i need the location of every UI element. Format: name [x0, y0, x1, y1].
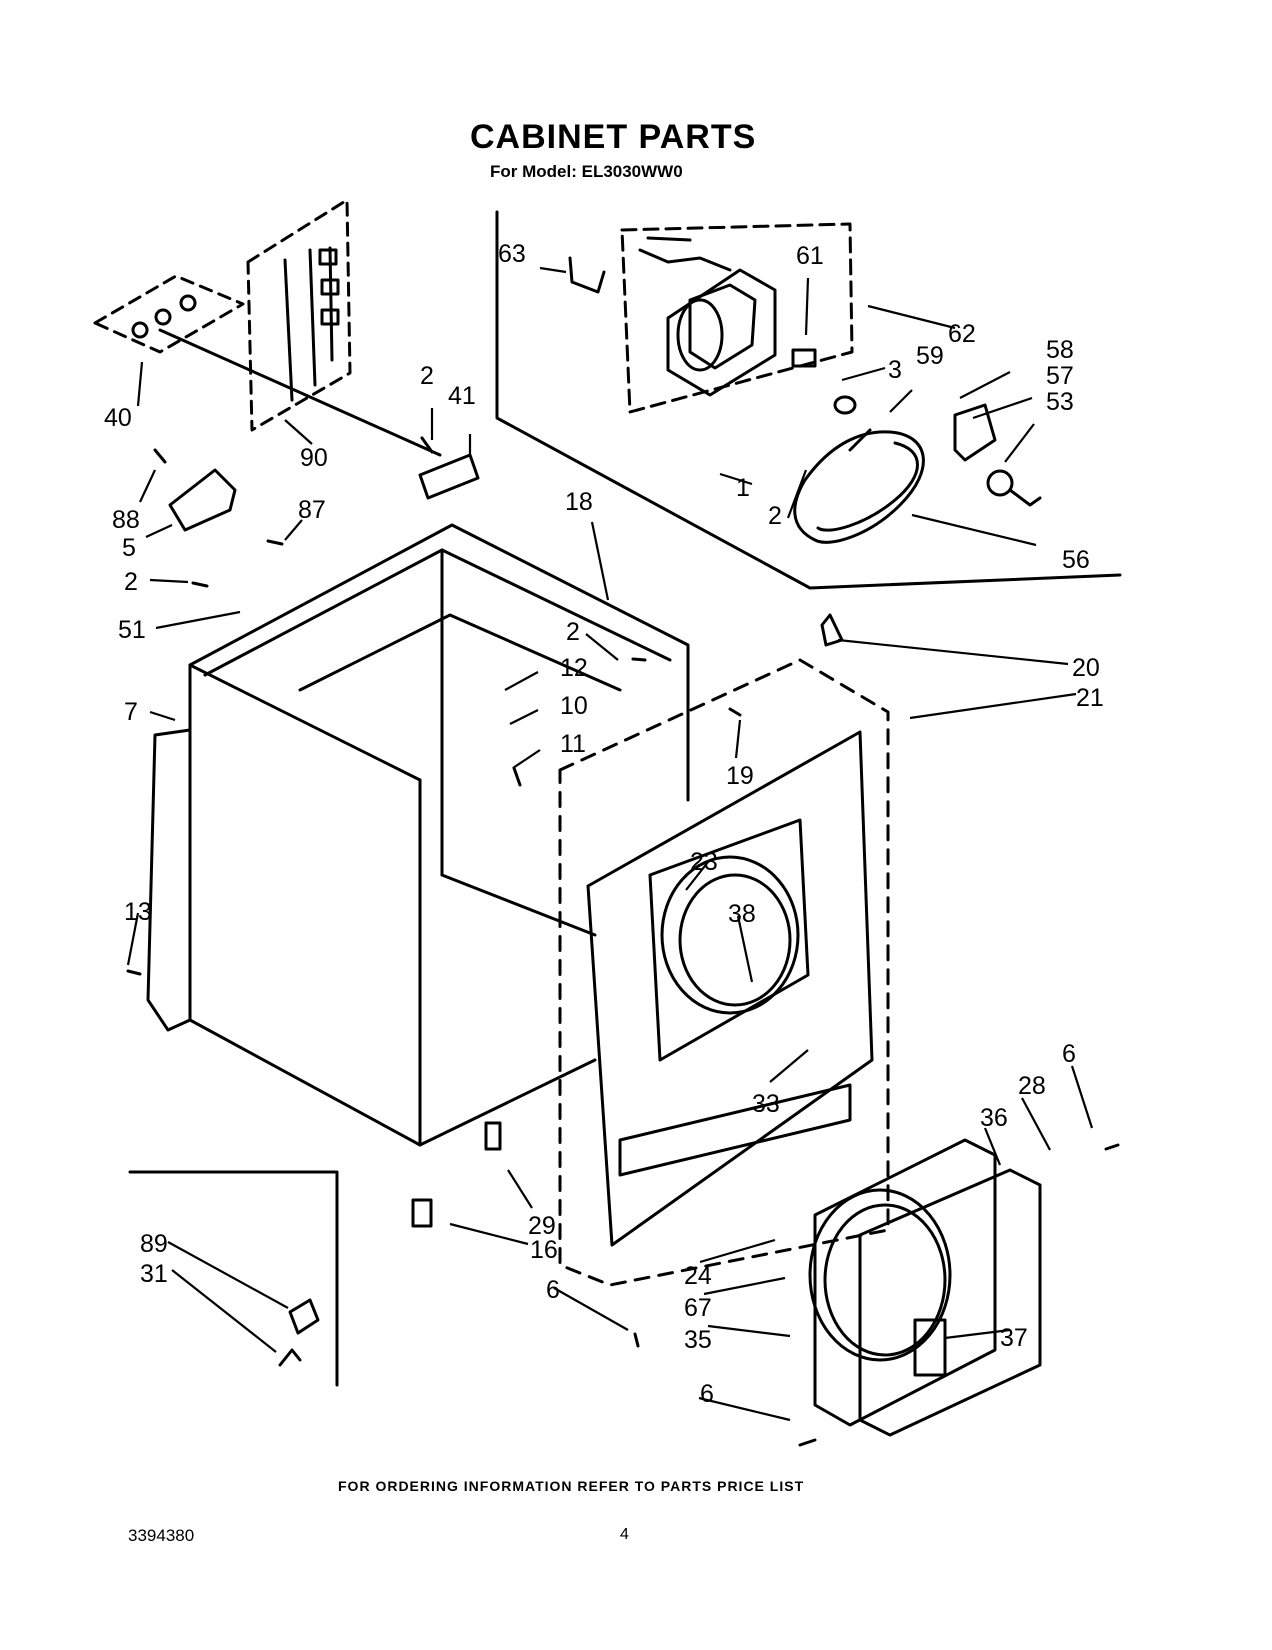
- drive-motor: [638, 236, 777, 397]
- leveling-leg: [411, 1198, 433, 1228]
- callout-label: 11: [560, 730, 586, 758]
- pulley-nut: [833, 395, 857, 415]
- callout-label: 40: [104, 404, 132, 432]
- callout-label: 51: [118, 616, 146, 644]
- side-panel: [146, 728, 192, 1032]
- callout-label: 20: [1072, 654, 1100, 682]
- callout-label: 36: [980, 1104, 1008, 1132]
- callout-label: 31: [140, 1260, 168, 1288]
- front-panel: [586, 730, 874, 1247]
- callout-label: 29: [528, 1212, 556, 1240]
- page-title: CABINET PARTS: [470, 118, 757, 156]
- callout-label: 38: [728, 900, 756, 928]
- front-panel-outline: [558, 658, 890, 1287]
- callout-label: 24: [684, 1262, 712, 1290]
- callout-label: 53: [1046, 388, 1074, 416]
- callout-label: 28: [1018, 1072, 1046, 1100]
- callout-label: 57: [1046, 362, 1074, 390]
- harness-outline: [246, 198, 352, 432]
- page-number: 4: [620, 1526, 629, 1543]
- callout-label: 13: [124, 898, 152, 926]
- terminal-block: [418, 453, 480, 500]
- cabinet: [188, 523, 690, 1147]
- callout-label: 6: [546, 1276, 560, 1304]
- callout-label: 2: [124, 568, 138, 596]
- callout-label: 18: [565, 488, 593, 516]
- callout-label: 3: [888, 356, 902, 384]
- callout-label: 21: [1076, 684, 1104, 712]
- inset-frame: [128, 1170, 339, 1387]
- callout-label: 90: [300, 444, 328, 472]
- callout-label: 63: [498, 240, 526, 268]
- callout-label: 19: [726, 762, 754, 790]
- callout-label: 2: [420, 362, 434, 390]
- callout-label: 7: [124, 698, 138, 726]
- callout-label: 62: [948, 320, 976, 348]
- callout-label: 2: [768, 502, 782, 530]
- motor-wire-clip: [568, 256, 606, 294]
- document-number: 3394380: [128, 1526, 195, 1545]
- callout-label: 41: [448, 382, 476, 410]
- door-catch: [288, 1298, 320, 1335]
- access-bracket: [168, 468, 237, 532]
- callout-label: 61: [796, 242, 824, 270]
- drive-belt: [793, 430, 925, 544]
- callout-label: 12: [560, 654, 588, 682]
- callout-label: 35: [684, 1326, 712, 1354]
- callout-label: 2: [566, 618, 580, 646]
- model-subtitle: For Model: EL3030WW0: [490, 162, 683, 181]
- idler-bracket: [953, 403, 997, 462]
- callout-label: 5: [122, 534, 136, 562]
- callout-labels: 63 61 62 3 59 58 57 53 1 2 56 40 90 2 41…: [104, 240, 1104, 1408]
- callout-label: 16: [530, 1236, 558, 1264]
- door-strike: [278, 1348, 302, 1367]
- motor-bracket-outline: [495, 210, 1122, 590]
- callout-label: 6: [1062, 1040, 1076, 1068]
- callout-label: 1: [736, 474, 750, 502]
- callout-label: 89: [140, 1230, 168, 1258]
- callout-label: 6: [700, 1380, 714, 1408]
- callout-label: 33: [752, 1090, 780, 1118]
- callout-label: 67: [684, 1294, 712, 1322]
- callout-label: 37: [1000, 1324, 1028, 1352]
- callout-label: 23: [690, 848, 718, 876]
- callout-label: 87: [298, 496, 326, 524]
- hinge-clip: [484, 1121, 502, 1151]
- ordering-note: FOR ORDERING INFORMATION REFER TO PARTS …: [338, 1478, 805, 1494]
- callout-label: 59: [916, 342, 944, 370]
- callout-label: 58: [1046, 336, 1074, 364]
- callout-label: 10: [560, 692, 588, 720]
- terminal-block-outline: [93, 274, 245, 354]
- loading-door: [808, 1138, 1042, 1437]
- motor-assembly-box: [620, 222, 854, 414]
- callout-label: 88: [112, 506, 140, 534]
- idler-pulley: [986, 469, 1014, 497]
- callout-label: 56: [1062, 546, 1090, 574]
- motor-switch: [791, 348, 817, 368]
